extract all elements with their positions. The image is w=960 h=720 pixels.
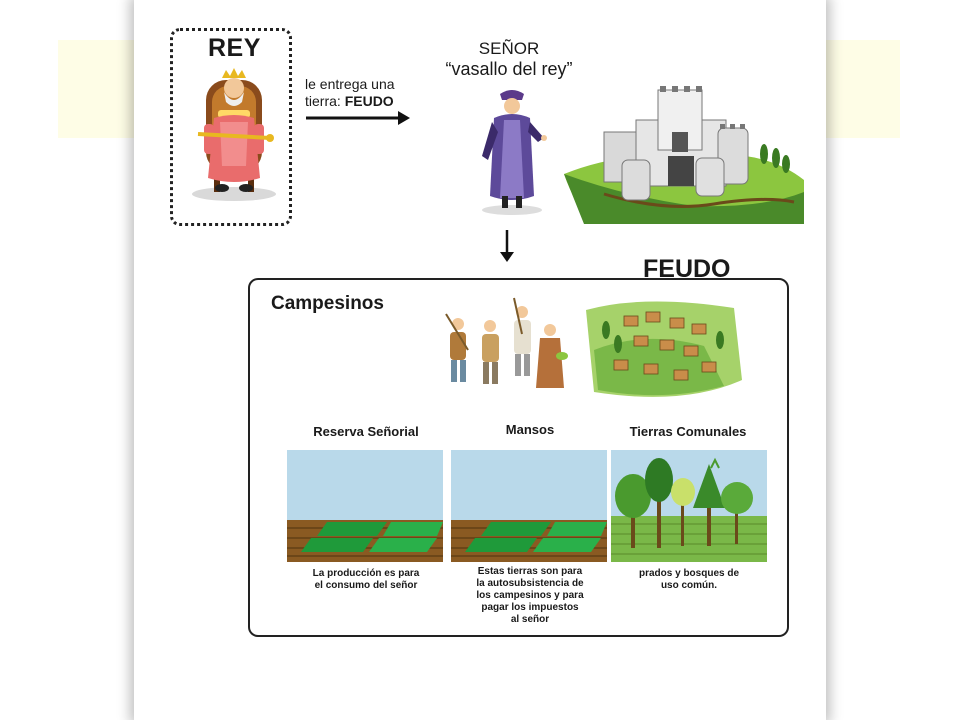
feudo-frame <box>248 278 789 637</box>
senor-line1: SEÑOR <box>478 39 540 58</box>
down-arrow-icon <box>500 230 514 262</box>
comunales-desc: prados y bosques de uso común. <box>611 568 767 592</box>
mansos-desc-line: los campesinos y para <box>476 590 584 601</box>
entrega-text: le entrega una tierra: FEUDO <box>305 76 395 110</box>
peasants-illustration <box>445 297 568 388</box>
reserva-desc: La producción es para el consumo del señ… <box>288 568 444 592</box>
entrega-line2-prefix: tierra: <box>305 93 345 109</box>
senor-line2: “vasallo del rey” <box>445 59 573 79</box>
campesinos-label: Campesinos <box>271 293 384 314</box>
reserva-field-image <box>287 450 443 562</box>
village-illustration <box>586 301 742 397</box>
senor-text: SEÑOR “vasallo del rey” <box>414 38 604 80</box>
mansos-desc: Estas tierras son para la autosubsistenc… <box>452 566 608 626</box>
entrega-feudo: FEUDO <box>344 93 394 109</box>
reserva-title: Reserva Señorial <box>313 424 419 439</box>
mansos-desc-line: Estas tierras son para <box>477 566 583 577</box>
entrega-line2: tierra: FEUDO <box>305 93 395 110</box>
castle-illustration <box>564 86 804 224</box>
reserva-desc-line: La producción es para <box>312 568 420 579</box>
rey-label: REY <box>208 34 261 62</box>
lord-illustration <box>482 90 547 215</box>
diagram-page: REY le entrega una tierra: FEUDO SEÑOR “… <box>134 0 826 720</box>
rey-frame <box>170 28 292 226</box>
comunales-desc-line: uso común. <box>660 580 718 591</box>
reserva-desc-line: el consumo del señor <box>314 580 418 591</box>
comunales-forest-image <box>611 450 767 562</box>
mansos-desc-line: pagar los impuestos <box>481 602 579 613</box>
king-illustration <box>192 68 276 201</box>
mansos-title: Mansos <box>505 422 555 437</box>
comunales-desc-line: prados y bosques de <box>638 568 740 579</box>
entrega-line1: le entrega una <box>305 76 395 92</box>
mansos-desc-line: la autosubsistencia de <box>476 578 584 589</box>
comunales-title: Tierras Comunales <box>629 424 747 439</box>
mansos-desc-line: al señor <box>510 614 550 625</box>
mansos-field-image <box>451 450 607 562</box>
right-arrow-icon <box>306 111 410 125</box>
